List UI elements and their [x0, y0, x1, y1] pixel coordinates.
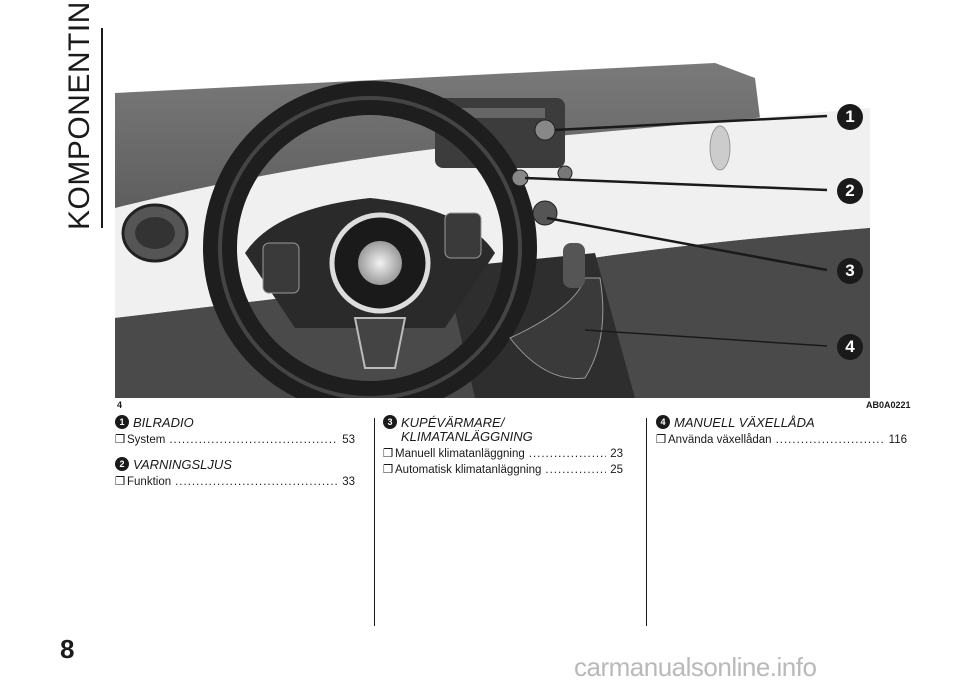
callout-4: 4	[837, 334, 863, 360]
checkbox-bullet-icon: ❒	[383, 448, 394, 460]
checkbox-bullet-icon: ❒	[115, 476, 126, 488]
callout-1: 1	[837, 104, 863, 130]
section-manuell-vaxellada: 4 MANUELL VÄXELLÅDA ❒ Använda växellådan…	[656, 415, 907, 448]
callout-3: 3	[837, 258, 863, 284]
leader-dots: ........................................…	[169, 434, 339, 446]
entry-page: 23	[610, 448, 623, 460]
section-bilradio: 1 BILRADIO ❒ System ....................…	[115, 415, 355, 448]
entry-label: Funktion	[127, 476, 172, 488]
entry-page: 33	[342, 476, 355, 488]
figure-number: 4	[117, 400, 123, 410]
section-title: KUPÉVÄRMARE/ KLIMATANLÄGGNING	[401, 415, 533, 444]
side-title: KOMPONENTINDEX	[53, 0, 103, 230]
column-3: 4 MANUELL VÄXELLÅDA ❒ Använda växellådan…	[656, 415, 907, 458]
column-1: 1 BILRADIO ❒ System ....................…	[115, 415, 355, 500]
index-entry[interactable]: ❒ Använda växellådan ...................…	[656, 433, 907, 448]
entry-label: Manuell klimatanläggning	[395, 448, 525, 460]
section-number-badge: 2	[115, 457, 129, 471]
section-title: BILRADIO	[133, 415, 194, 430]
leader-dots: ........................................…	[175, 476, 339, 488]
leader-dots: ........................................…	[775, 434, 885, 446]
checkbox-bullet-icon: ❒	[115, 434, 126, 446]
index-entry[interactable]: ❒ System ...............................…	[115, 433, 355, 448]
index-entry[interactable]: ❒ Manuell klimatanläggning .............…	[383, 447, 623, 462]
entry-page: 53	[342, 434, 355, 446]
side-title-text: KOMPONENTINDEX	[63, 0, 96, 230]
column-2: 3 KUPÉVÄRMARE/ KLIMATANLÄGGNING ❒ Manuel…	[383, 415, 623, 488]
index-entry[interactable]: ❒ Funktion .............................…	[115, 475, 355, 490]
callout-2: 2	[837, 178, 863, 204]
section-heading: 4 MANUELL VÄXELLÅDA	[656, 415, 907, 430]
dashboard-drawing	[115, 38, 870, 398]
entry-page: 116	[888, 434, 907, 446]
column-divider	[374, 418, 375, 626]
leader-dots: ........................................…	[545, 464, 607, 476]
checkbox-bullet-icon: ❒	[383, 464, 394, 476]
entry-label: Automatisk klimatanläggning	[395, 464, 542, 476]
leader-dots: ........................................…	[528, 448, 606, 460]
dashboard-illustration	[115, 38, 870, 398]
side-rule	[101, 28, 103, 228]
watermark[interactable]: carmanualsonline.info	[574, 652, 817, 682]
section-number-badge: 4	[656, 415, 670, 429]
section-heading: 2 VARNINGSLJUS	[115, 457, 355, 472]
section-number-badge: 3	[383, 415, 397, 429]
section-title: VARNINGSLJUS	[133, 457, 232, 472]
page-number: 8	[60, 634, 75, 664]
section-kupevarmare: 3 KUPÉVÄRMARE/ KLIMATANLÄGGNING ❒ Manuel…	[383, 415, 623, 478]
entry-page: 25	[610, 464, 623, 476]
figure-code: AB0A0221	[866, 400, 911, 410]
entry-label: Använda växellådan	[668, 434, 772, 446]
index-entry[interactable]: ❒ Automatisk klimatanläggning ..........…	[383, 463, 623, 478]
section-varningsljus: 2 VARNINGSLJUS ❒ Funktion ..............…	[115, 457, 355, 490]
column-divider	[646, 418, 647, 626]
section-title: MANUELL VÄXELLÅDA	[674, 415, 815, 430]
entry-label: System	[127, 434, 166, 446]
section-heading: 3 KUPÉVÄRMARE/ KLIMATANLÄGGNING	[383, 415, 623, 444]
checkbox-bullet-icon: ❒	[656, 434, 667, 446]
section-number-badge: 1	[115, 415, 129, 429]
section-heading: 1 BILRADIO	[115, 415, 355, 430]
